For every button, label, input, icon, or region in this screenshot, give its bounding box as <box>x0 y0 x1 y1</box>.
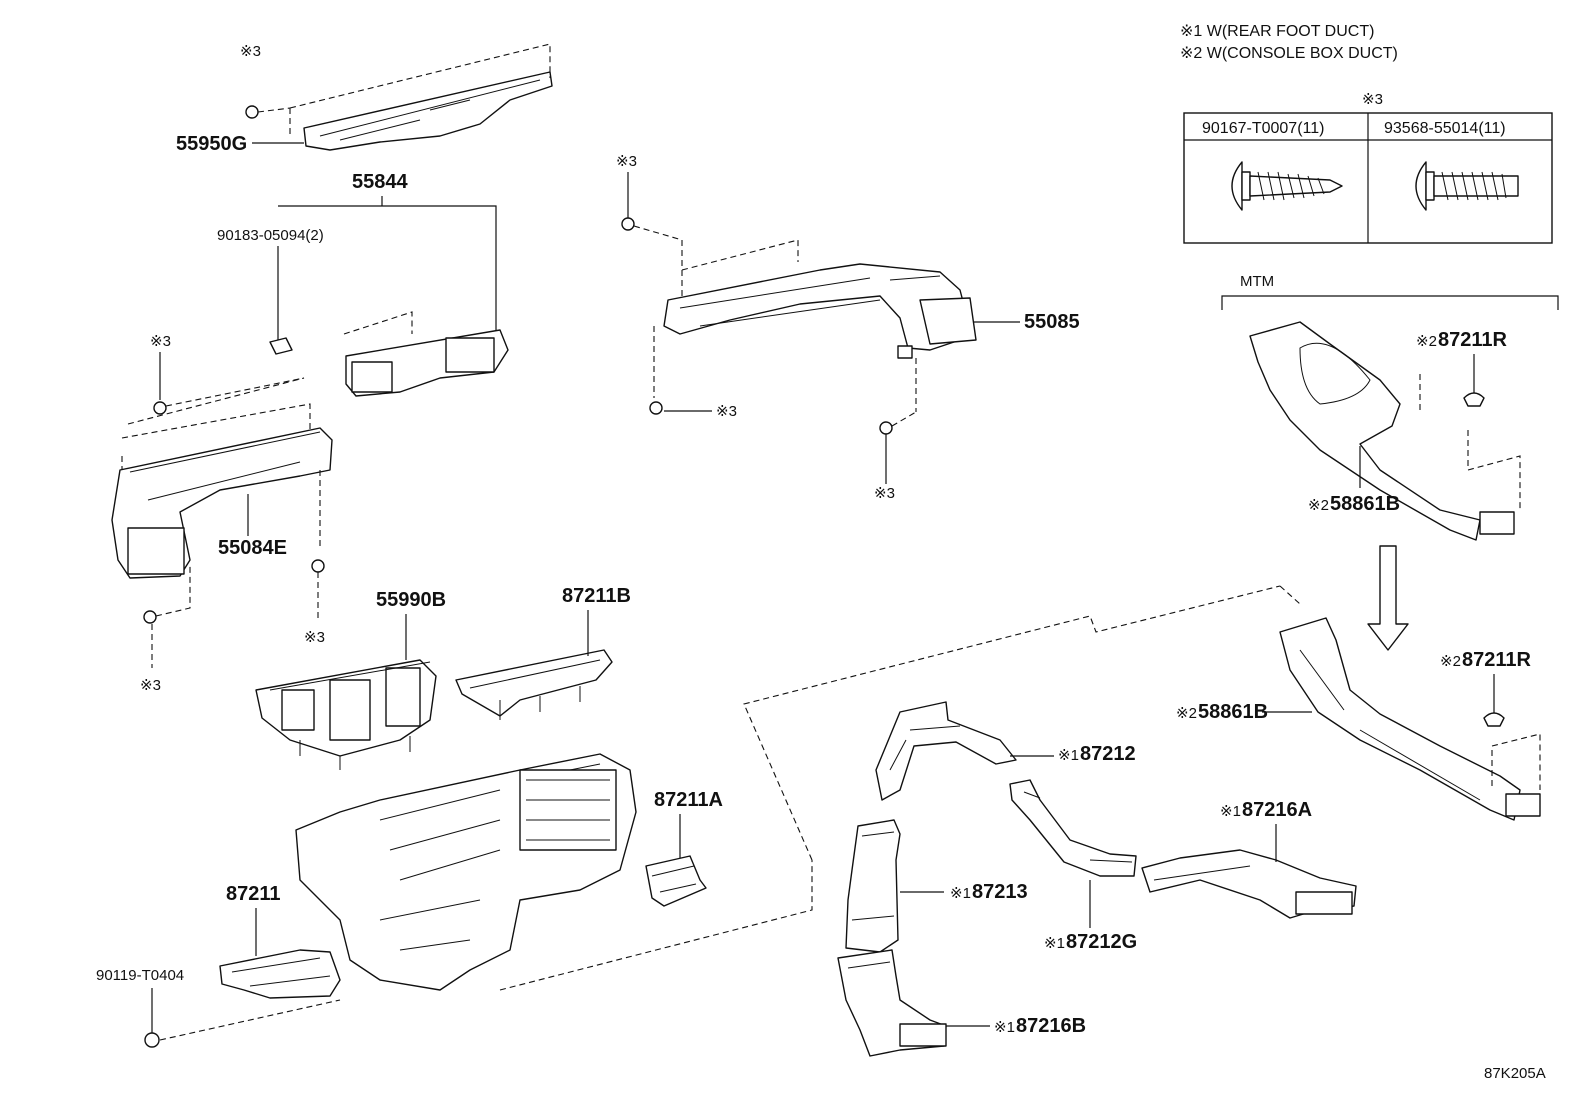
label-58861B-top: 58861B <box>1330 493 1400 515</box>
ref3-label: ※3 <box>240 43 261 60</box>
screw-icon <box>144 1032 160 1048</box>
screw-table: ※3 90167-T0007(11) 93568-55014(11) <box>1183 91 1553 244</box>
label-87211R-bottom: 87211R <box>1462 649 1532 671</box>
ref3-label: ※3 <box>716 403 737 420</box>
prefix-2: ※2 <box>1308 497 1329 514</box>
duct-87211A <box>645 855 707 907</box>
duct-87216A <box>1141 849 1357 919</box>
prefix-1: ※1 <box>994 1019 1015 1036</box>
prefix-2: ※2 <box>1176 705 1197 722</box>
duct-55085 <box>621 217 977 435</box>
duct-87212 <box>875 701 1017 801</box>
prefix-2: ※2 <box>1440 653 1461 670</box>
screw-icon <box>649 401 663 415</box>
arrow-down-icon <box>1367 545 1409 651</box>
duct-87216B <box>837 949 947 1057</box>
screw-icon <box>153 401 167 415</box>
label-87216B: 87216B <box>1016 1015 1086 1037</box>
duct-55844 <box>269 311 509 397</box>
mtm-label: MTM <box>1240 273 1274 290</box>
prefix-2: ※2 <box>1416 333 1437 350</box>
clip-icon <box>1483 712 1505 727</box>
bolt-screw-icon <box>1415 161 1519 211</box>
label-87213: 87213 <box>972 881 1028 903</box>
register-55990B <box>255 659 437 770</box>
prefix-1: ※1 <box>950 885 971 902</box>
label-87211A: 87211A <box>654 789 723 811</box>
screw-icon <box>245 105 259 119</box>
screw-icon <box>879 421 893 435</box>
label-87211R-top: 87211R <box>1438 329 1508 351</box>
label-87212G: 87212G <box>1066 931 1137 953</box>
note-rear-foot-duct: ※1 W(REAR FOOT DUCT) <box>1180 23 1374 40</box>
label-55844: 55844 <box>352 171 408 193</box>
prefix-1: ※1 <box>1044 935 1065 952</box>
screw-icon <box>143 610 157 624</box>
duct-55084E <box>111 377 333 668</box>
ref3-label: ※3 <box>150 333 171 350</box>
label-55990B: 55990B <box>376 589 446 611</box>
diagram-code: 87K205A <box>1484 1065 1546 1082</box>
label-55950G: 55950G <box>176 133 247 155</box>
screw-icon <box>621 217 635 231</box>
duct-55950G <box>245 43 553 151</box>
label-58861B-bottom: 58861B <box>1198 701 1268 723</box>
ref3-label: ※3 <box>616 153 637 170</box>
clip-icon <box>1463 392 1485 407</box>
label-87216A: 87216A <box>1242 799 1312 821</box>
label-87211: 87211 <box>226 883 281 905</box>
label-90183-05094: 90183-05094(2) <box>217 227 324 244</box>
tapping-screw-icon <box>1231 161 1343 211</box>
duct-87211B <box>455 649 613 720</box>
note-console-box-duct: ※2 W(CONSOLE BOX DUCT) <box>1180 45 1398 62</box>
ref3-label: ※3 <box>304 629 325 646</box>
ref3-label: ※3 <box>874 485 895 502</box>
duct-87213 <box>845 819 901 953</box>
duct-58861B-top <box>1249 321 1521 541</box>
prefix-1: ※1 <box>1220 803 1241 820</box>
label-55085: 55085 <box>1024 311 1080 333</box>
ref3-label: ※3 <box>140 677 161 694</box>
label-90119-T0404: 90119-T0404 <box>96 967 184 984</box>
clip-icon <box>269 337 293 355</box>
screw-table-col2: 93568-55014(11) <box>1384 120 1506 137</box>
heater-unit <box>295 585 1301 991</box>
mtm-bracket <box>1221 295 1559 310</box>
screw-table-title: ※3 <box>1362 91 1383 108</box>
duct-87212G <box>1009 779 1137 877</box>
label-87211B: 87211B <box>562 585 631 607</box>
duct-87211 <box>219 949 341 999</box>
screw-icon <box>311 559 325 573</box>
label-55084E: 55084E <box>218 537 287 559</box>
screw-table-col1: 90167-T0007(11) <box>1202 120 1324 137</box>
prefix-1: ※1 <box>1058 747 1079 764</box>
label-87212: 87212 <box>1080 743 1136 765</box>
duct-58861B-bottom <box>1279 617 1541 821</box>
